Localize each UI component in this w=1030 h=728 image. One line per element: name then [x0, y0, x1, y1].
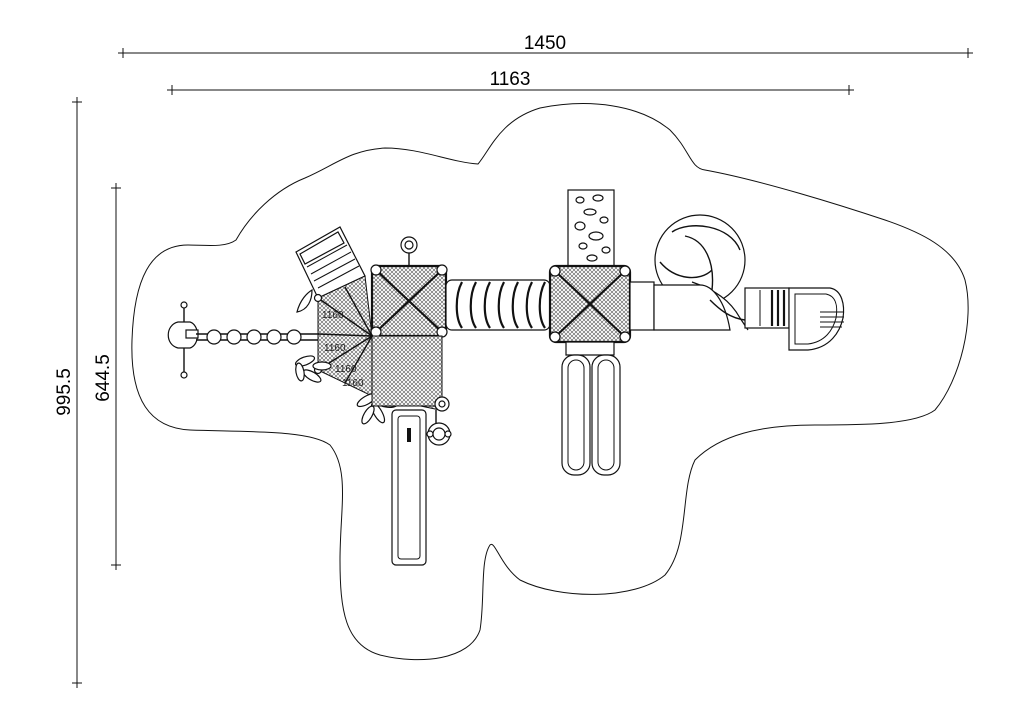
bead-bridge [196, 329, 318, 345]
tower-1 [370, 236, 448, 338]
dimension-structure-depth-label: 644.5 [93, 354, 114, 402]
flower-wheel [426, 410, 452, 446]
panel-label-2: 1160 [324, 343, 346, 354]
dimension-overall-width: 1450 [118, 33, 973, 58]
dimension-structure-width: 1163 [167, 69, 854, 95]
dimension-overall-depth: 995.5 [54, 97, 82, 688]
climbing-wall [567, 189, 615, 267]
lower-deck-1 [371, 335, 450, 412]
spiral-tube-slide [629, 214, 790, 331]
steering-panel [167, 301, 199, 379]
tower-2 [548, 264, 632, 344]
dimension-structure-depth: 644.5 [93, 183, 121, 570]
dimension-overall-depth-label: 995.5 [54, 368, 75, 416]
straight-slide-1 [391, 409, 427, 566]
panel-label-4: 1160 [342, 378, 364, 389]
slide-exit [788, 287, 845, 351]
tube-bridge [445, 279, 551, 331]
panel-label-1: 1160 [322, 310, 344, 321]
dimension-structure-width-label: 1163 [490, 69, 531, 90]
double-slide [561, 341, 621, 476]
flower-decoration-left [294, 355, 332, 383]
leaf-decoration [296, 288, 313, 313]
ladder-top-left [295, 226, 366, 299]
panel-label-3: 1160 [335, 364, 357, 375]
dimension-overall-width-label: 1450 [524, 33, 566, 54]
safety-zone-outline [131, 103, 969, 661]
